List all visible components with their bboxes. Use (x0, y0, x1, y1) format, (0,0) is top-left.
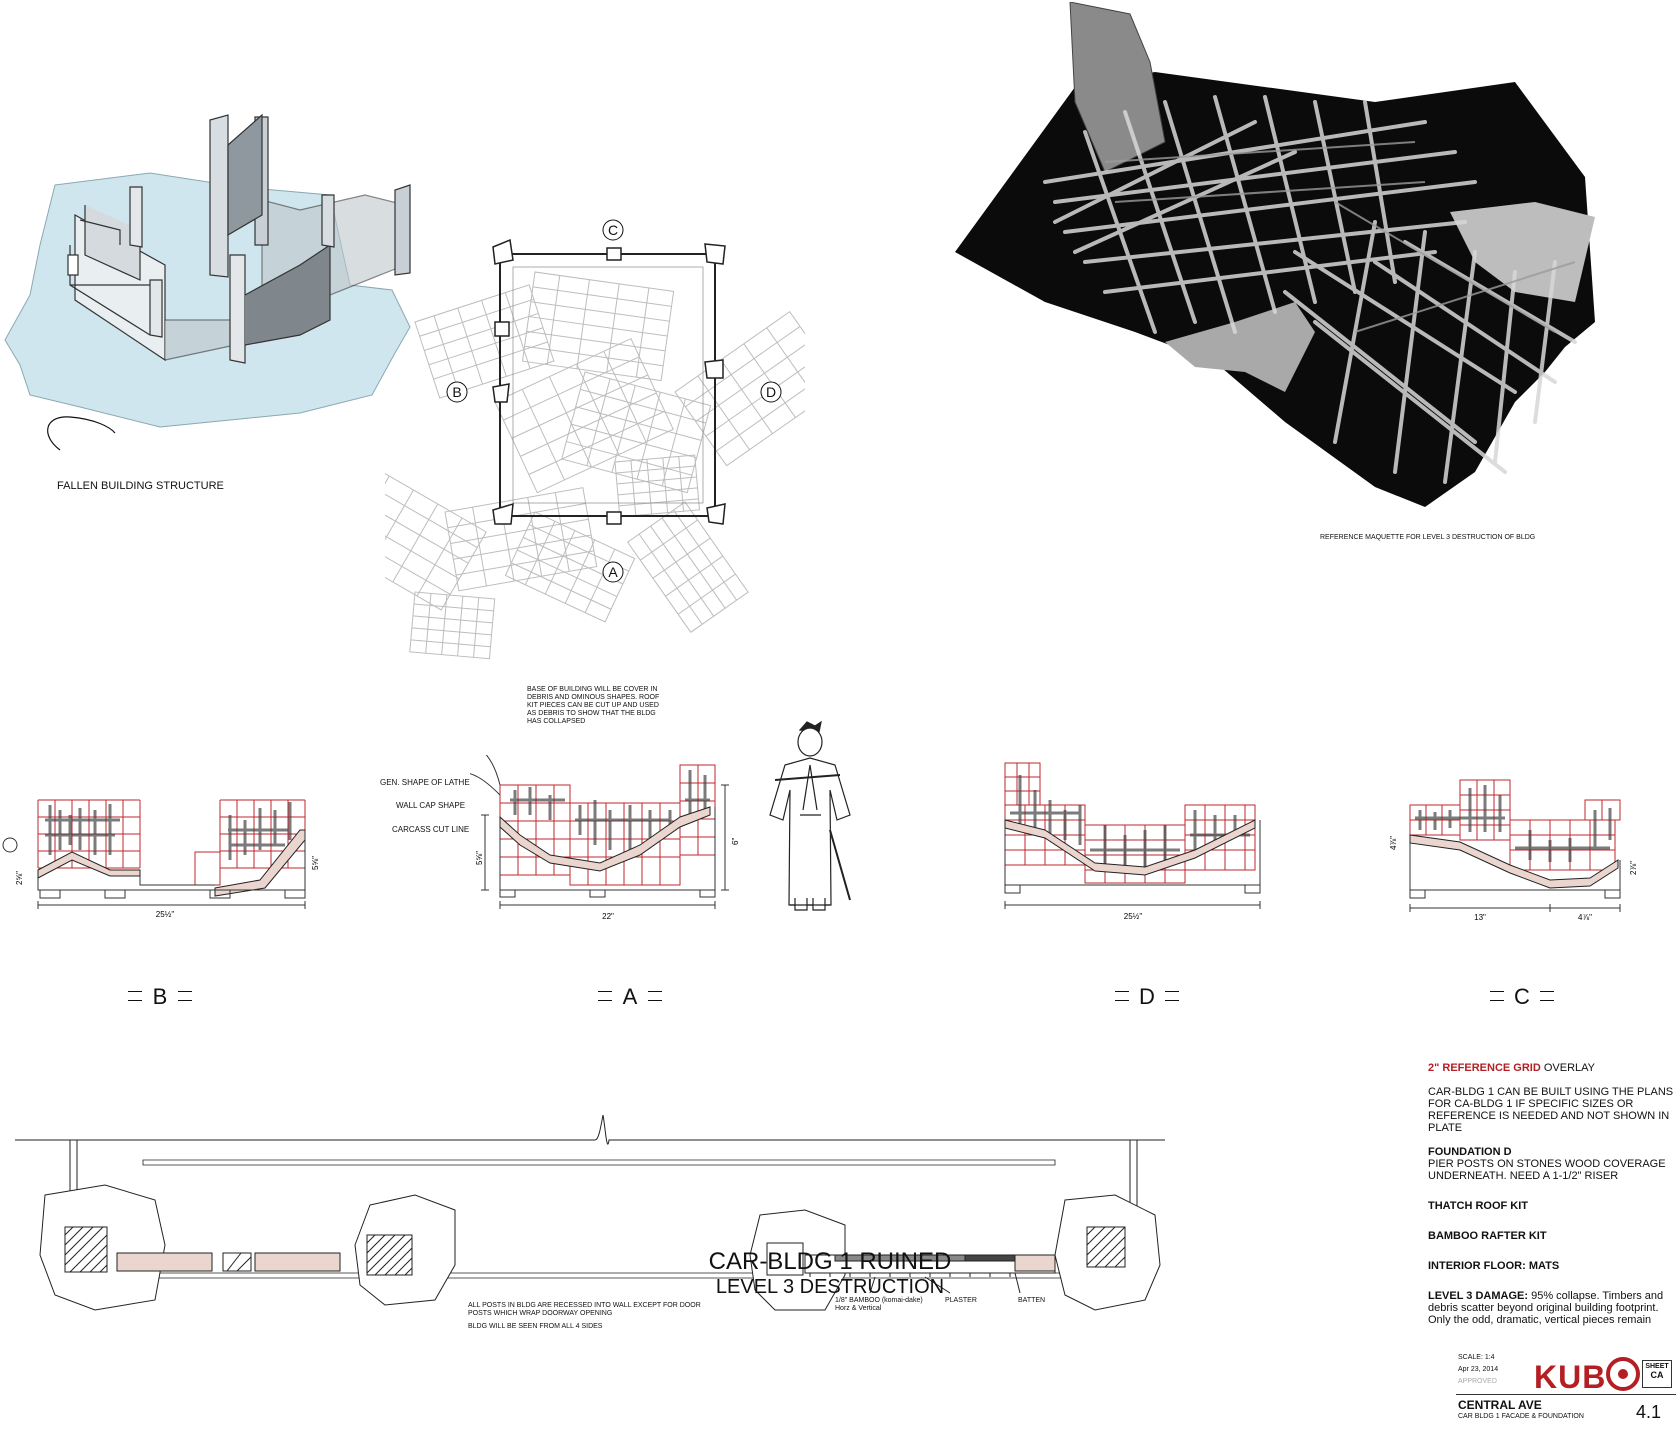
section-a-drawing: 22" 5⅝" 6" (470, 755, 740, 921)
sheet-subtitle: LEVEL 3 DESTRUCTION (715, 1276, 945, 1298)
section-b-left: 2⅝" (15, 871, 24, 885)
plaster-label: PLASTER (945, 1297, 977, 1304)
grid-note-red: 2" REFERENCE GRID (1428, 1062, 1541, 1074)
location-text: CENTRAL AVE (1458, 1398, 1542, 1412)
posts-note: ALL POSTS IN BLDG ARE RECESSED INTO WALL… (468, 1302, 701, 1317)
grid-note-rest: OVERLAY (1540, 1062, 1596, 1074)
grid-note: 2" REFERENCE GRID OVERLAY (1428, 1062, 1678, 1074)
foundation-note: FOUNDATION D PIER POSTS ON STONES WOOD C… (1428, 1146, 1678, 1182)
plans-note: CAR-BLDG 1 CAN BE BUILT USING THE PLANS … (1428, 1086, 1674, 1134)
section-b-right: 5⅝" (311, 856, 320, 870)
section-d-drawing: 25½" (1004, 762, 1261, 921)
plan-marker-c: C (608, 222, 618, 238)
section-c-right: 2⅞" (1629, 861, 1638, 875)
debris-note: BASE OF BUILDING WILL BE COVER IN DEBRIS… (527, 686, 660, 725)
thatch-note: THATCH ROOF KIT (1428, 1200, 1529, 1212)
foundation-plan-drawing (15, 1115, 1165, 1311)
section-c-width2: 4⅞" (1578, 913, 1592, 922)
foundation-header: FOUNDATION D (1428, 1146, 1512, 1158)
carcass-cut-label: CARCASS CUT LINE (392, 825, 470, 834)
damage-note: LEVEL 3 DAMAGE: 95% collapse. Timbers an… (1428, 1290, 1678, 1326)
description-text: CAR BLDG 1 FACADE & FOUNDATION (1458, 1413, 1584, 1420)
approved-text: APPROVED (1458, 1378, 1497, 1385)
wall-cap-label: WALL CAP SHAPE (396, 801, 466, 810)
section-b-drawing: 25½" 2⅝" 5⅝" (2, 799, 320, 919)
title-block: SCALE: 1:4 Apr 23, 2014 APPROVED KUB SHE… (1456, 1352, 1676, 1436)
damage-header: LEVEL 3 DAMAGE: (1428, 1290, 1529, 1302)
reference-maquette-label: REFERENCE MAQUETTE FOR LEVEL 3 DESTRUCTI… (1320, 534, 1536, 541)
lathe-shape-label: GEN. SHAPE OF LATHE (380, 778, 470, 787)
samurai-scale-figure (769, 720, 851, 911)
bamboo-sub-text: Horz & Vertical (835, 1305, 882, 1312)
bamboo-kit-note: BAMBOO RAFTER KIT (1428, 1230, 1547, 1242)
title-divider (1456, 1394, 1676, 1395)
section-c-left: 4⅞" (1389, 836, 1398, 850)
fallen-structure-label: FALLEN BUILDING STRUCTURE (57, 480, 224, 492)
bamboo-label: 1/8" BAMBOO (komai-dake) Horz & Vertical (835, 1297, 923, 1313)
damage-body: 95% collapse. Timbers and debris scatter… (1428, 1290, 1664, 1326)
section-label-c: C (1490, 984, 1554, 1010)
section-label-a: A (598, 984, 662, 1010)
isometric-ruin-drawing (4, 113, 411, 451)
sheet-number: 4.1 (1636, 1402, 1662, 1422)
leader-line (47, 416, 116, 451)
scale-text: SCALE: 1:4 (1458, 1354, 1495, 1361)
date-text: Apr 23, 2014 (1458, 1366, 1499, 1373)
floor-note: INTERIOR FLOOR: MATS (1428, 1260, 1560, 1272)
sheet-label: SHEET (1645, 1363, 1669, 1370)
plan-marker-a: A (608, 564, 618, 580)
section-label-b: B (128, 984, 192, 1010)
bamboo-text: 1/8" BAMBOO (komai-dake) (835, 1297, 923, 1304)
sheet-title: CAR-BLDG 1 RUINED (708, 1248, 952, 1275)
plan-marker-b: B (452, 384, 461, 400)
kubo-text: KUB (1534, 1359, 1607, 1395)
section-c-width: 13" (1474, 913, 1486, 922)
plan-marker-d: D (766, 384, 776, 400)
section-a-left: 5⅝" (475, 851, 484, 865)
section-a-width: 22" (602, 912, 614, 921)
maquette-photo (955, 2, 1595, 507)
plan-view-drawing: C B D A (385, 219, 805, 660)
kubo-logo: KUB (1534, 1357, 1641, 1396)
sheet-code: CA (1650, 1370, 1664, 1380)
kubo-o-icon (1606, 1357, 1641, 1391)
section-c-drawing: 13" 4⅞" 4⅞" 2⅞" (1389, 779, 1638, 922)
section-label-d: D (1115, 984, 1179, 1010)
notes-panel: 2" REFERENCE GRID OVERLAY CAR-BLDG 1 CAN… (1428, 1062, 1678, 1326)
sheet-box: SHEET CA (1642, 1360, 1672, 1388)
sides-note: BLDG WILL BE SEEN FROM ALL 4 SIDES (468, 1323, 603, 1330)
section-b-width: 25½" (156, 910, 175, 919)
section-a-right: 6" (731, 838, 740, 845)
foundation-body: PIER POSTS ON STONES WOOD COVERAGE UNDER… (1428, 1158, 1666, 1182)
section-d-width: 25½" (1124, 912, 1143, 921)
batten-label: BATTEN (1018, 1297, 1046, 1304)
